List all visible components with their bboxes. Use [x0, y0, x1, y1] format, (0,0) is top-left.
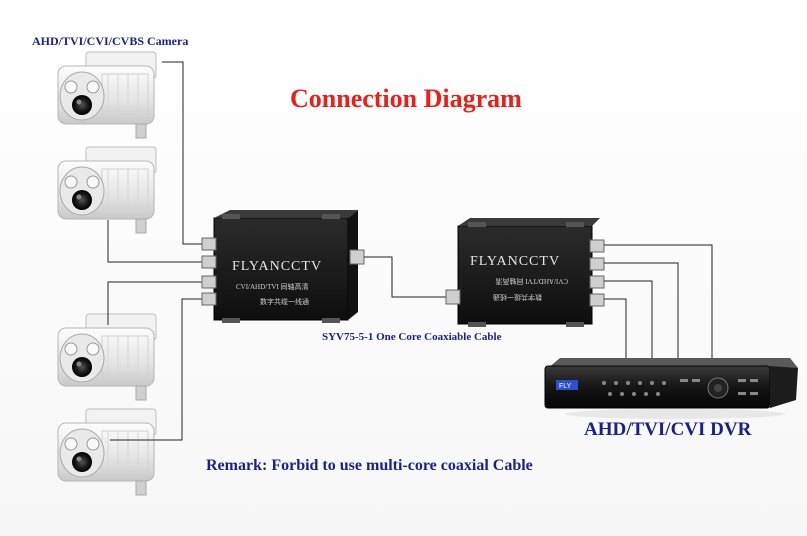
camera-2-icon — [57, 146, 157, 234]
camera-4-icon — [57, 408, 157, 496]
camera-1-icon — [57, 51, 157, 139]
receiver-box: FLYANCCTV CVI/AHD/TVI 同轴高清 数字共缆一线通 — [445, 218, 605, 327]
transmitter-box: FLYANCCTV CVI/AHD/TVI 同轴高清 数字共缆一线通 — [201, 210, 365, 323]
dvr-unit: FLY — [544, 358, 798, 419]
camera-3-icon — [57, 313, 157, 401]
diagram-title: Connection Diagram — [290, 84, 522, 113]
cable-label: SYV75-5-1 One Core Coaxiable Cable — [322, 331, 502, 343]
svg-text:FLY: FLY — [559, 383, 572, 390]
receiver-line2: 数字共缆一线通 — [493, 293, 542, 302]
transmitter-line1: CVI/AHD/TVI 同轴高清 — [236, 282, 309, 291]
camera-label: AHD/TVI/CVI/CVBS Camera — [32, 34, 189, 48]
receiver-brand: FLYANCCTV — [470, 254, 560, 269]
remark-text: Remark: Forbid to use multi-core coaxial… — [206, 457, 533, 474]
dvr-label: AHD/TVI/CVI DVR — [584, 419, 752, 440]
transmitter-brand: FLYANCCTV — [232, 259, 322, 274]
camera-wires — [107, 61, 206, 441]
receiver-line1: CVI/AHD/TVI 同轴高清 — [495, 277, 568, 286]
transmitter-line2: 数字共缆一线通 — [260, 297, 309, 306]
dvr-wires — [604, 244, 713, 358]
coax-cable — [364, 256, 448, 298]
